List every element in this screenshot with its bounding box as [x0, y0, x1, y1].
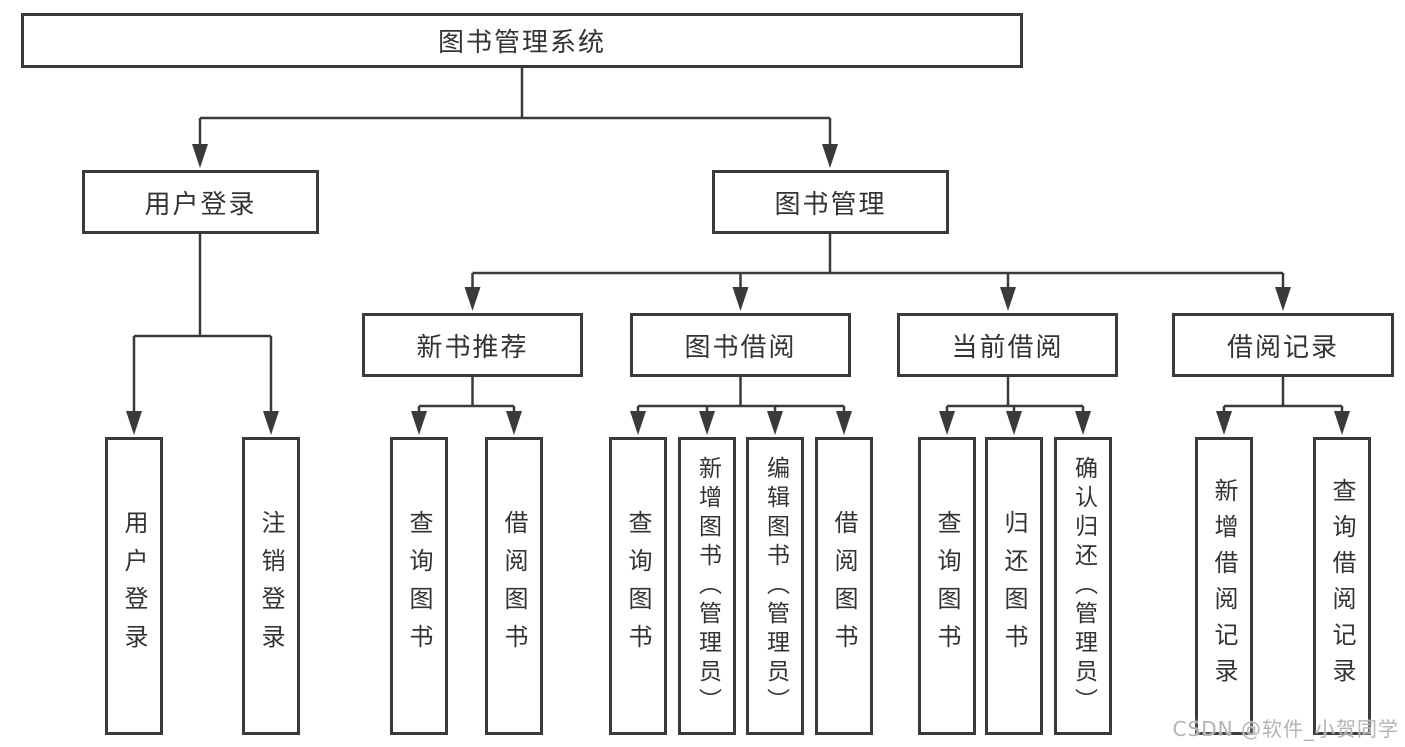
leaf-add-books-admin: 新增图书（管理员） — [678, 437, 736, 735]
leaf-borrow-books-1-label: 借阅图书 — [500, 510, 528, 662]
node-library-system-label: 图书管理系统 — [437, 28, 606, 58]
leaf-borrow-books-2-label: 借阅图书 — [830, 510, 858, 662]
node-book-management: 图书管理 — [712, 170, 949, 234]
leaf-return-books-label: 归还图书 — [1000, 510, 1028, 662]
leaf-query-books-3-label: 查询图书 — [933, 510, 961, 662]
node-user-login-label: 用户登录 — [144, 189, 257, 220]
leaf-add-books-admin-label: 新增图书（管理员） — [694, 455, 721, 717]
node-borrowing-records-label: 借阅记录 — [1226, 332, 1339, 363]
leaf-logout-label: 注销登录 — [257, 510, 285, 662]
leaf-return-books: 归还图书 — [985, 437, 1043, 735]
leaf-query-books-2: 查询图书 — [609, 437, 667, 735]
node-user-login: 用户登录 — [82, 170, 319, 234]
leaf-edit-books-admin: 编辑图书（管理员） — [746, 437, 804, 735]
leaf-confirm-return-admin-label: 确认归还（管理员） — [1070, 455, 1097, 717]
node-library-system: 图书管理系统 — [21, 13, 1023, 68]
leaf-edit-books-admin-label: 编辑图书（管理员） — [762, 455, 789, 717]
node-book-borrowing: 图书借阅 — [630, 313, 851, 377]
leaf-borrow-books-2: 借阅图书 — [815, 437, 873, 735]
leaf-add-borrow-record-label: 新增借阅记录 — [1210, 478, 1238, 694]
leaf-confirm-return-admin: 确认归还（管理员） — [1054, 437, 1112, 735]
node-book-management-label: 图书管理 — [774, 189, 887, 220]
leaf-query-books-2-label: 查询图书 — [624, 510, 652, 662]
node-book-borrowing-label: 图书借阅 — [684, 332, 797, 363]
leaf-user-login: 用户登录 — [105, 437, 163, 735]
leaf-query-borrow-record-label: 查询借阅记录 — [1328, 478, 1356, 694]
leaf-query-books-1-label: 查询图书 — [405, 510, 433, 662]
node-new-book-recommendation: 新书推荐 — [362, 313, 583, 377]
leaf-user-login-label: 用户登录 — [120, 510, 148, 662]
node-new-book-recommendation-label: 新书推荐 — [416, 332, 529, 363]
node-current-borrowing-label: 当前借阅 — [951, 332, 1064, 363]
leaf-query-borrow-record: 查询借阅记录 — [1313, 437, 1371, 735]
leaf-query-books-1: 查询图书 — [390, 437, 448, 735]
node-current-borrowing: 当前借阅 — [897, 313, 1118, 377]
node-borrowing-records: 借阅记录 — [1172, 313, 1394, 377]
leaf-borrow-books-1: 借阅图书 — [485, 437, 543, 735]
leaf-add-borrow-record: 新增借阅记录 — [1195, 437, 1253, 735]
leaf-query-books-3: 查询图书 — [918, 437, 976, 735]
arrowheads — [126, 144, 1350, 435]
leaf-logout: 注销登录 — [242, 437, 300, 735]
csdn-watermark: CSDN @软件_小贺同学 — [1172, 717, 1399, 741]
